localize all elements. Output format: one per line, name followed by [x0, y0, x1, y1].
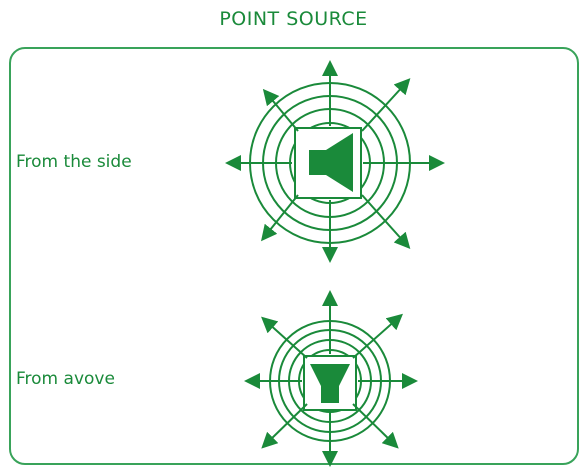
- arrow-up-left: [261, 316, 308, 359]
- arrow-up-right: [361, 78, 411, 132]
- arrow-down-left: [261, 403, 308, 449]
- arrow-down-left: [261, 194, 299, 242]
- diagram-panel: [9, 47, 579, 465]
- label-from-the-side: From the side: [16, 152, 132, 172]
- speaker-side-icon: [309, 133, 353, 192]
- diagram-title: POINT SOURCE: [219, 8, 368, 30]
- arrow-up-left: [262, 88, 299, 132]
- arrow-down-right: [361, 194, 411, 249]
- arrow-up-right: [352, 313, 403, 359]
- arrow-down-right: [352, 403, 399, 449]
- speaker-top-icon: [310, 364, 350, 403]
- label-from-above: From avove: [16, 369, 115, 389]
